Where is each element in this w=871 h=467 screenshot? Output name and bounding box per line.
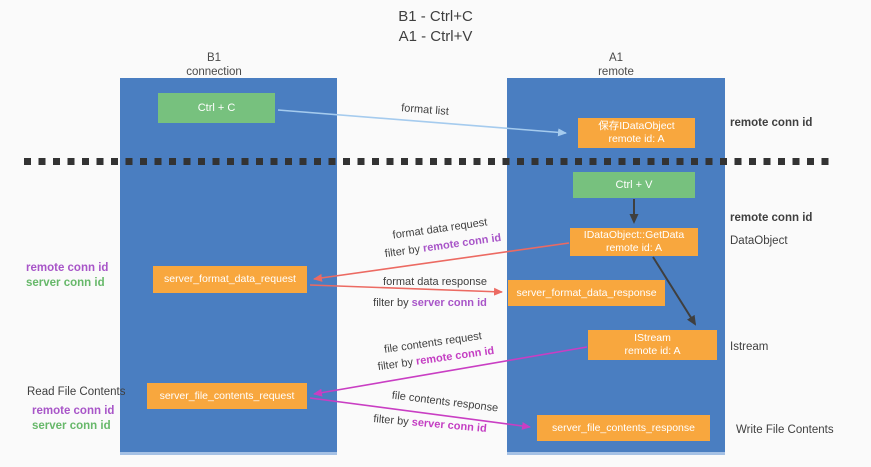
diagram-title: B1 - Ctrl+C A1 - Ctrl+V <box>0 7 871 47</box>
save-idataobject-box: 保存IDataObject remote id: A <box>578 118 695 148</box>
dataobject-label: DataObject <box>730 235 788 247</box>
server-format-data-response-box: server_format_data_response <box>508 280 665 306</box>
server-file-contents-request-box: server_file_contents_request <box>147 383 307 409</box>
server-format-data-request-box: server_format_data_request <box>153 266 307 293</box>
idataobject-getdata-label: IDataObject::GetData remote id: A <box>584 229 684 255</box>
write-file-contents-label: Write File Contents <box>736 424 834 436</box>
istream-side-label: Istream <box>730 341 769 353</box>
getdata-line1: IDataObject::GetData <box>583 229 685 241</box>
server-conn-id-label-left: server conn id <box>26 277 105 289</box>
save-idataobject-line2: remote id: A <box>608 133 665 145</box>
format-list-note: format list <box>400 102 450 118</box>
remote-conn-id-label-mid-right: remote conn id <box>730 212 813 224</box>
column-header-b1: B1 connection <box>139 52 289 79</box>
conn-id-labels-left-bottom: remote conn id server conn id <box>32 404 114 434</box>
read-file-contents-label: Read File Contents <box>27 386 126 398</box>
column-b1-subtitle: connection <box>186 65 242 78</box>
save-idataobject-line1: 保存IDataObject <box>598 120 675 132</box>
server-format-data-response-label: server_format_data_response <box>516 286 657 299</box>
ctrl-c-label: Ctrl + C <box>197 101 236 114</box>
conn-id-labels-left-top: remote conn id server conn id <box>26 261 108 291</box>
istream-line1: IStream <box>634 332 671 344</box>
title-line-2: A1 - Ctrl+V <box>398 28 473 45</box>
server-file-contents-response-box: server_file_contents_response <box>537 415 710 441</box>
format-data-response-note: format data response <box>383 276 487 288</box>
ctrl-c-box: Ctrl + C <box>158 93 275 123</box>
idataobject-getdata-box: IDataObject::GetData remote id: A <box>570 228 698 256</box>
server-file-contents-request-label: server_file_contents_request <box>159 389 295 402</box>
remote-conn-id-label-left: remote conn id <box>26 262 109 274</box>
column-header-a1: A1 remote <box>541 52 691 79</box>
format-data-response-filter-note: filter by server conn id <box>373 297 487 309</box>
remote-conn-id-label-top-right: remote conn id <box>730 117 813 129</box>
ctrl-v-box: Ctrl + V <box>573 172 695 198</box>
column-b1-name: B1 <box>206 52 222 64</box>
server-file-contents-response-label: server_file_contents_response <box>551 421 695 434</box>
save-idataobject-label: 保存IDataObject remote id: A <box>598 120 674 146</box>
getdata-line2: remote id: A <box>605 242 662 254</box>
file-contents-response-note: file contents response <box>391 389 499 415</box>
file-contents-response-filter-note: filter by server conn id <box>372 413 488 435</box>
column-a1-subtitle: remote <box>598 65 634 78</box>
istream-label: IStream remote id: A <box>624 332 680 358</box>
server-format-data-request-label: server_format_data_request <box>164 273 296 285</box>
server-conn-id-label-left-bottom: server conn id <box>32 420 111 432</box>
remote-conn-id-label-left-bottom: remote conn id <box>32 405 115 417</box>
column-a1-name: A1 <box>608 52 624 64</box>
istream-line2: remote id: A <box>624 345 681 357</box>
title-line-1: B1 - Ctrl+C <box>398 8 473 25</box>
ctrl-v-label: Ctrl + V <box>615 178 653 191</box>
dashed-separator-line <box>24 158 836 165</box>
istream-box: IStream remote id: A <box>588 330 717 360</box>
